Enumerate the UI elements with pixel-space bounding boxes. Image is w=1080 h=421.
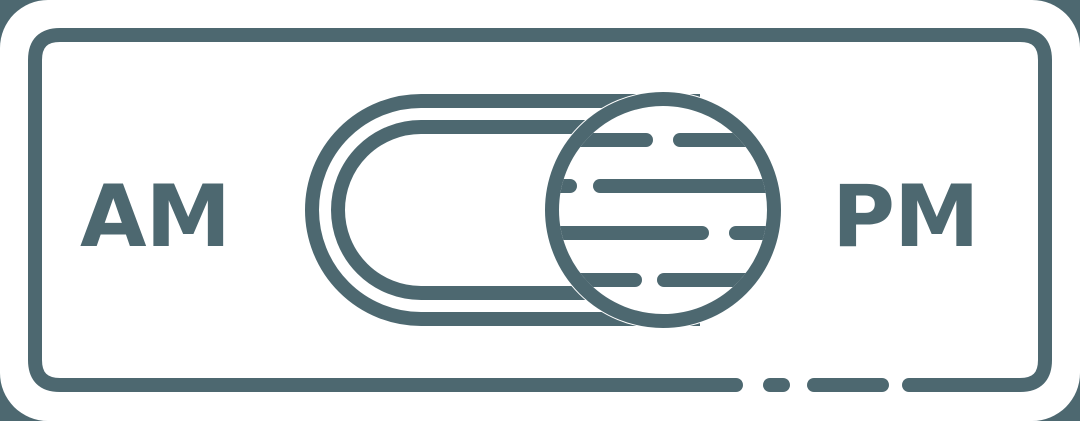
frame-icon <box>28 28 1052 392</box>
toggle-knob[interactable] <box>540 92 800 328</box>
toggle-switch[interactable] <box>305 92 800 328</box>
am-label: AM <box>80 167 230 267</box>
toggle-track-inner <box>331 120 700 300</box>
toggle-track-outer <box>305 94 700 326</box>
pm-label: PM <box>832 167 979 267</box>
striped-sphere-icon <box>545 92 781 328</box>
